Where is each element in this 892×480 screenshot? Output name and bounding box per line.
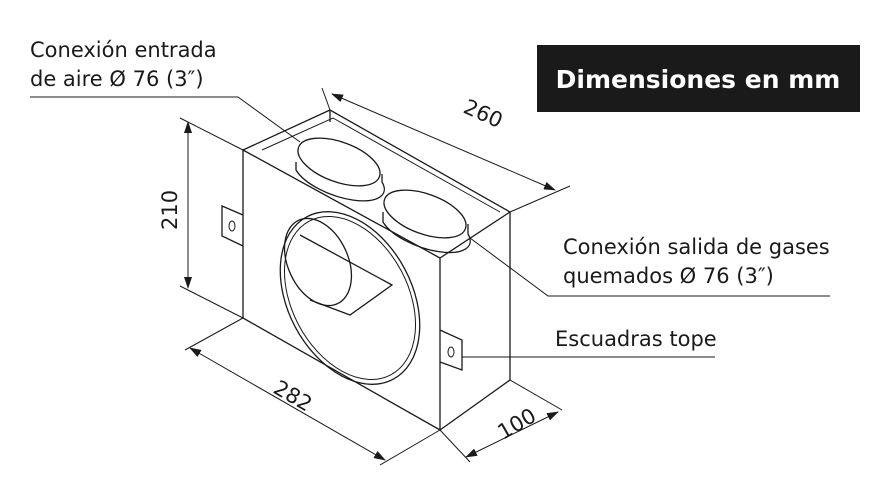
- dimension-width-value: 282: [270, 376, 317, 417]
- dimension-width: 282: [184, 317, 441, 466]
- title-badge: Dimensiones en mm: [537, 45, 860, 112]
- front-cylinder: [283, 217, 394, 316]
- flue-outlet-label-line2: quemados Ø 76 (3″): [563, 264, 774, 288]
- flue-outlet-port: [382, 189, 471, 254]
- box-drawing: [221, 109, 511, 432]
- dimension-front-depth: 100: [439, 379, 563, 463]
- callout-air-inlet: Conexión entrada de aire Ø 76 (3″): [30, 38, 301, 143]
- dimension-height-value: 210: [158, 190, 182, 230]
- dimension-front-depth-value: 100: [494, 403, 541, 444]
- air-inlet-label-line2: de aire Ø 76 (3″): [30, 67, 204, 91]
- brackets-label: Escuadras tope: [555, 327, 717, 351]
- dimension-height: 210: [158, 117, 244, 319]
- callout-flue-outlet: Conexión salida de gases quemados Ø 76 (…: [469, 235, 830, 297]
- air-inlet-label-line1: Conexión entrada: [30, 38, 217, 62]
- stop-bracket-right: [439, 329, 463, 371]
- flue-outlet-label-line1: Conexión salida de gases: [563, 235, 830, 259]
- callout-brackets: Escuadras tope: [462, 327, 717, 358]
- stop-bracket-left: [221, 205, 244, 247]
- air-inlet-port: [295, 137, 385, 202]
- dimension-depth-value: 260: [460, 95, 506, 133]
- title-badge-text: Dimensiones en mm: [556, 65, 841, 94]
